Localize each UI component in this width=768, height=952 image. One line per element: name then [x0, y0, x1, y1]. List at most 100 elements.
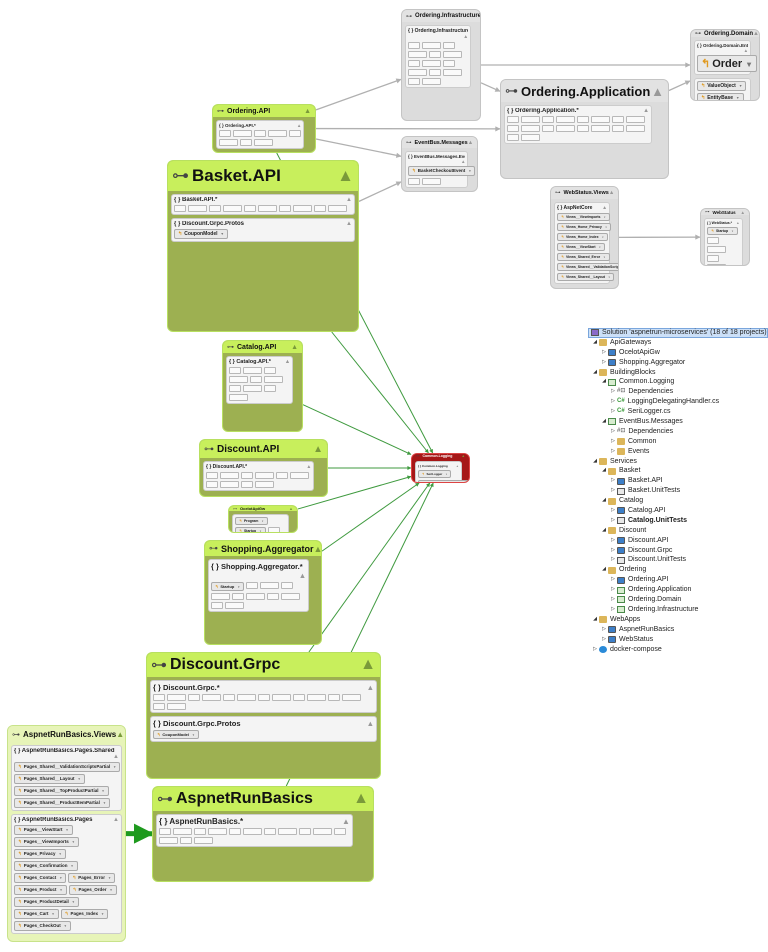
member-node[interactable] — [626, 125, 645, 132]
member-node[interactable] — [188, 205, 207, 212]
member-node[interactable] — [250, 376, 262, 383]
class-node[interactable]: ↰Pages_Cart▼ — [14, 909, 59, 919]
member-node[interactable] — [208, 828, 227, 835]
node-shopping-aggregator[interactable]: ⊶Shopping.Aggregator▲{ } Shopping.Aggreg… — [204, 540, 322, 645]
namespace-group[interactable]: { } AspnetRunBasics.*▲ — [156, 814, 353, 847]
member-node[interactable] — [159, 828, 171, 835]
member-node[interactable] — [542, 116, 554, 123]
member-node[interactable] — [194, 828, 206, 835]
member-node[interactable] — [254, 130, 266, 137]
member-node[interactable] — [408, 60, 420, 67]
expand-icon[interactable]: ▼ — [237, 585, 241, 589]
member-node[interactable] — [314, 205, 326, 212]
member-node[interactable] — [443, 42, 455, 49]
node-discount-api[interactable]: ⊶Discount.API▲{ } Discount.API.*▲ — [199, 439, 328, 497]
solution-tree-item[interactable]: ◢BuildingBlocks — [588, 368, 768, 378]
namespace-group[interactable]: ↰ValueObject▼↰EntityBase▼ — [694, 78, 752, 100]
member-node[interactable] — [174, 205, 186, 212]
member-node[interactable] — [272, 694, 291, 701]
solution-tree-item[interactable]: ▷#⊡Dependencies — [588, 427, 768, 437]
member-node[interactable] — [244, 205, 256, 212]
collapse-toggle-icon[interactable]: ▲ — [740, 209, 745, 215]
member-node[interactable] — [229, 376, 248, 383]
member-node[interactable] — [153, 703, 165, 710]
member-node[interactable] — [334, 828, 346, 835]
solution-tree-item[interactable]: ▷Discount.UnitTests — [588, 555, 768, 565]
solution-tree-item[interactable]: ◢Services — [588, 457, 768, 467]
expanded-arrow-icon[interactable]: ◢ — [602, 378, 606, 385]
collapse-toggle-icon[interactable]: ▲ — [116, 729, 125, 739]
collapsed-arrow-icon[interactable]: ▷ — [611, 487, 615, 494]
collapse-toggle-icon[interactable]: ▲ — [602, 205, 608, 211]
member-node[interactable] — [229, 394, 248, 401]
solution-tree-item[interactable]: ▷Shopping.Aggregator — [588, 358, 768, 368]
node-catalog-api[interactable]: ⊶Catalog.API▲{ } Catalog.API.*▲ — [222, 340, 303, 432]
member-node[interactable] — [408, 69, 427, 76]
class-node[interactable]: ↰Views_Shared_Error▼ — [557, 253, 610, 261]
edge-basket-api-to-eventbus-messages[interactable] — [358, 181, 402, 202]
member-node[interactable] — [422, 78, 441, 85]
expand-icon[interactable]: ▼ — [113, 765, 117, 769]
member-node[interactable] — [591, 116, 610, 123]
class-node[interactable]: ↰Views_Home_Index▼ — [557, 233, 608, 241]
solution-tree-item[interactable]: ◢Ordering — [588, 565, 768, 575]
node-ocelotapigw[interactable]: ⊶OcelotApiGw▲↰Program▼↰Startup▼ — [228, 505, 298, 533]
expand-icon[interactable]: ▼ — [109, 888, 113, 892]
collapsed-arrow-icon[interactable]: ▷ — [602, 358, 606, 365]
member-node[interactable] — [260, 582, 280, 589]
node-common-logging[interactable]: ⊶Common.Logging▲{ } Common.Logging▲↰Seri… — [411, 453, 470, 483]
node-aspnetrunbasics[interactable]: ⊶AspnetRunBasics▲{ } AspnetRunBasics.*▲ — [152, 786, 374, 882]
member-node[interactable] — [264, 367, 276, 374]
expand-icon[interactable]: ▼ — [77, 777, 81, 781]
member-node[interactable] — [299, 828, 311, 835]
member-node[interactable] — [264, 385, 276, 392]
collapse-toggle-icon[interactable]: ▲ — [455, 464, 459, 468]
expand-icon[interactable]: ▼ — [101, 789, 105, 793]
namespace-group[interactable]: { } Basket.API.*▲ — [171, 194, 355, 215]
namespace-group[interactable]: { } Ordering.Infrastructure.*▲ — [405, 25, 472, 88]
member-node[interactable] — [591, 125, 610, 132]
expand-icon[interactable]: ▼ — [261, 520, 264, 523]
namespace-group[interactable]: { } Ordering.Application.*▲ — [504, 105, 653, 144]
class-node[interactable]: ↰EntityBase▼ — [697, 93, 744, 100]
class-node[interactable]: ↰Pages_Error▼ — [68, 873, 116, 883]
member-node[interactable] — [232, 593, 244, 600]
namespace-group[interactable]: { } Discount.API.*▲ — [203, 461, 315, 491]
member-node[interactable] — [626, 116, 645, 123]
member-node[interactable] — [258, 205, 277, 212]
edge-discount-grpc-to-common-logging[interactable] — [308, 482, 431, 653]
member-node[interactable] — [220, 472, 239, 479]
class-node[interactable]: ↰Pages_Shared__TopProductPartial▼ — [14, 786, 109, 796]
member-node[interactable] — [173, 828, 192, 835]
member-node[interactable] — [507, 116, 519, 123]
expand-icon[interactable]: ▼ — [58, 852, 62, 856]
member-node[interactable] — [443, 60, 455, 67]
class-node[interactable]: ↰SeriLogger▼ — [418, 470, 452, 478]
expand-icon[interactable]: ▼ — [468, 169, 472, 173]
expand-icon[interactable]: ▼ — [601, 236, 604, 239]
collapse-toggle-icon[interactable]: ▲ — [291, 343, 298, 351]
expand-icon[interactable]: ▼ — [736, 96, 740, 100]
member-node[interactable] — [707, 255, 719, 262]
collapse-toggle-icon[interactable]: ▲ — [346, 197, 352, 203]
collapse-toggle-icon[interactable]: ▲ — [113, 817, 119, 823]
member-node[interactable] — [279, 205, 291, 212]
collapse-toggle-icon[interactable]: ▲ — [753, 30, 759, 37]
class-node[interactable]: ↰CouponModel▼ — [174, 229, 228, 239]
member-node[interactable] — [243, 367, 262, 374]
expand-icon[interactable]: ▼ — [731, 230, 734, 233]
solution-tree-item[interactable]: ▷Ordering.API — [588, 575, 768, 585]
solution-tree-item[interactable]: ◢ApiGateways — [588, 338, 768, 348]
node-discount-grpc[interactable]: ⊶Discount.Grpc▲{ } Discount.Grpc.*▲{ } D… — [146, 652, 381, 779]
solution-tree-item[interactable]: ▷docker-compose — [588, 645, 768, 655]
expanded-arrow-icon[interactable]: ◢ — [593, 615, 597, 622]
expanded-arrow-icon[interactable]: ◢ — [602, 497, 606, 504]
solution-tree-item[interactable]: ▷Discount.Grpc — [588, 546, 768, 556]
solution-tree-item[interactable]: ▷C#LoggingDelegatingHandler.cs — [588, 397, 768, 407]
solution-tree-item[interactable]: ▷Basket.API — [588, 476, 768, 486]
collapse-toggle-icon[interactable]: ▲ — [298, 571, 307, 580]
member-node[interactable] — [556, 116, 575, 123]
expand-icon[interactable]: ▼ — [65, 828, 69, 832]
member-node[interactable] — [167, 703, 186, 710]
member-node[interactable] — [313, 828, 332, 835]
